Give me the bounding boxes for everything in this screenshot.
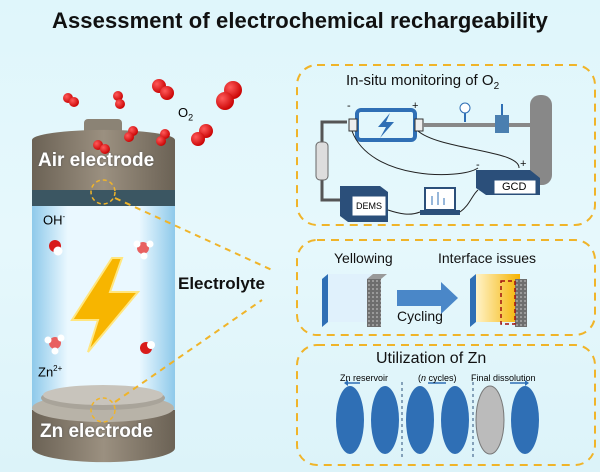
panel-o2-monitoring: [296, 64, 596, 226]
panel-interface: [296, 239, 596, 336]
zn-plate-before: [322, 274, 328, 327]
zn-complex-icon: [44, 334, 65, 355]
laptop-icon: [424, 187, 456, 211]
yellowing-label: Yellowing: [334, 250, 393, 266]
panel3-title: Utilization of Zn: [376, 350, 487, 367]
cell-minus-label: -: [347, 100, 351, 112]
zn-ion-label: Zn2+: [38, 364, 63, 380]
air-electrode-label: Air electrode: [38, 150, 155, 171]
bolt-icon: [70, 257, 141, 353]
oh-label: OH-: [43, 212, 66, 228]
zn-electrode-label: Zn electrode: [40, 421, 153, 442]
filter-column: [315, 141, 329, 181]
o2-molecule-icon: [152, 79, 174, 100]
o2-molecule-icon: [63, 93, 79, 107]
valve-icon: [495, 115, 509, 133]
air-electrode-before: [367, 279, 381, 327]
zoom-circle-bottom: [90, 397, 116, 423]
zn-disc: [406, 386, 434, 454]
final-dissolution-label: Final dissolution: [471, 373, 536, 383]
zn-disc: [441, 386, 469, 454]
oh-molecule-icon: [140, 341, 155, 354]
electrolyte-clear: [328, 274, 372, 322]
cell-plus-label: +: [412, 100, 419, 112]
interface-highlight: [500, 280, 516, 325]
water-cluster-icon: [133, 240, 154, 260]
zn-disc: [371, 386, 399, 454]
zn-electrode: [32, 410, 175, 463]
electrolyte-label: Electrolyte: [178, 274, 265, 293]
electrolyte-yellowed: [476, 274, 520, 322]
o2-molecule-icon: [113, 91, 125, 109]
panel1-title: In-situ monitoring of O2: [346, 72, 500, 92]
connector-line-top: [114, 197, 273, 271]
zn-disc: [336, 386, 364, 454]
zn-disc: [511, 386, 539, 454]
o2-cylinder-icon: [530, 95, 552, 185]
catalyst-layer: [32, 190, 175, 206]
connector-line-bottom: [114, 299, 263, 403]
zn-reservoir-label: Zn reservoir: [340, 373, 389, 383]
o2-molecules: [63, 79, 242, 154]
gcd-label: GCD: [502, 181, 527, 193]
panel-zn-utilization: [296, 344, 596, 466]
cycling-label: Cycling: [397, 308, 443, 324]
figure-title: Assessment of electrochemical rechargeab…: [51, 8, 549, 33]
o2-molecule-icon: [156, 129, 170, 146]
cycling-arrow-icon: [397, 282, 458, 314]
gcd-plus-label: +: [520, 158, 527, 170]
zn-disc-dissolved: [475, 385, 505, 455]
o2-setup-diagram: [315, 95, 552, 222]
zoom-circle-top: [90, 179, 116, 205]
interface-diagram: [322, 274, 527, 327]
o2-molecule-icon: [216, 81, 242, 110]
zn-plate-after: [470, 274, 476, 327]
interface-issues-label: Interface issues: [438, 250, 537, 266]
gcd-minus-label: -: [476, 159, 480, 171]
oh-molecule-icon: [49, 240, 63, 256]
zn-utilization-diagram: [336, 380, 539, 458]
o2-molecule-icon: [191, 124, 213, 146]
o2-molecule-icon: [124, 126, 138, 142]
n-cycles-label: (n cycles): [418, 373, 457, 383]
dems-label: DEMS: [356, 201, 383, 211]
air-electrode-after: [515, 279, 527, 327]
battery: [32, 119, 175, 463]
air-electrode: [32, 129, 175, 190]
o2-molecule-icon: [93, 140, 110, 154]
pressure-gauge-icon: [459, 102, 471, 114]
o2-label: O2: [178, 105, 194, 123]
